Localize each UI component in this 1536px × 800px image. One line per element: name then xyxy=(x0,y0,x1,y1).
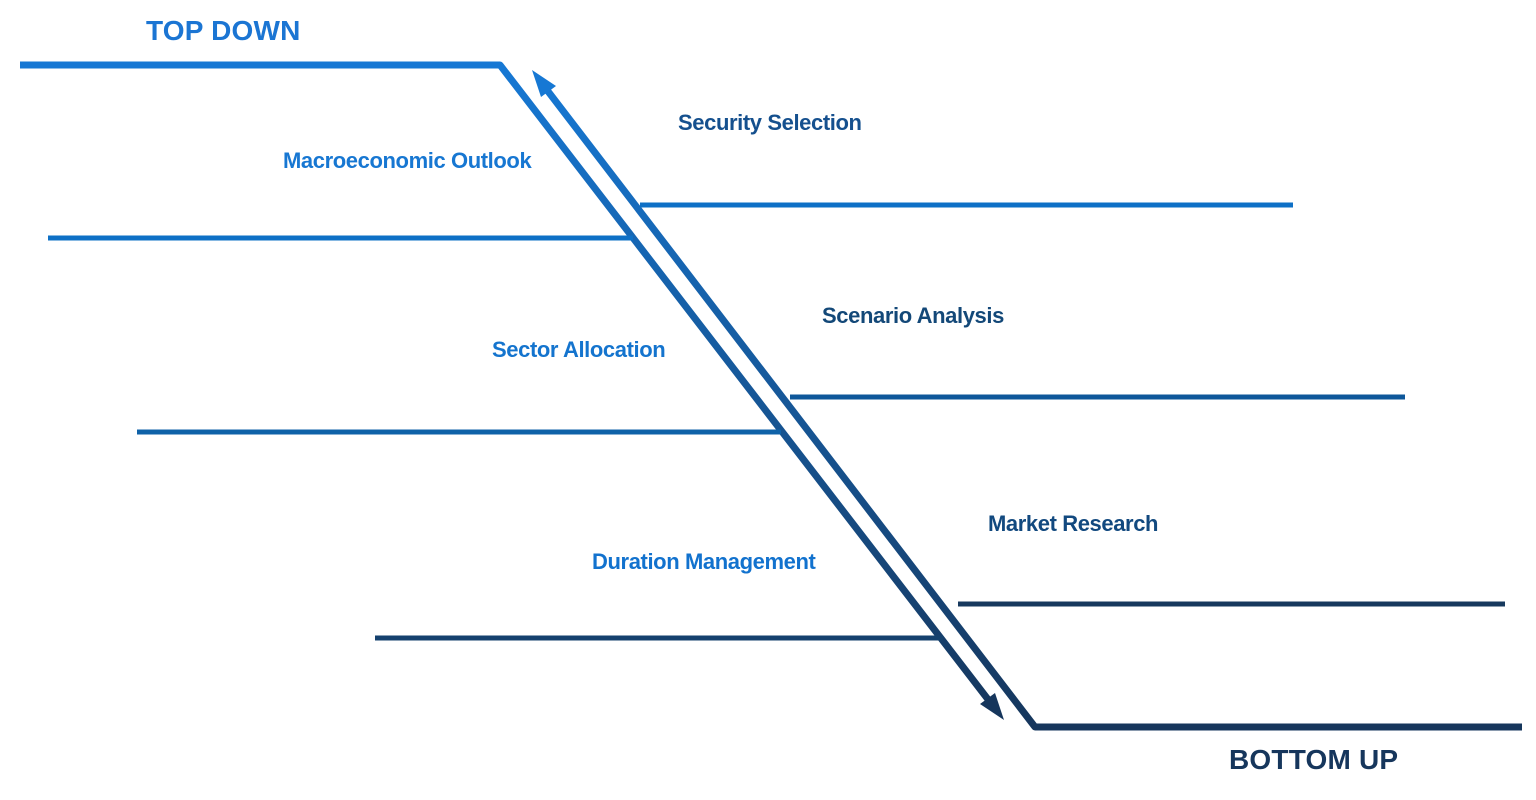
top-down-title: TOP DOWN xyxy=(146,15,301,46)
scenario-analysis-label: Scenario Analysis xyxy=(822,303,1004,328)
arrow-up-icon xyxy=(532,70,556,97)
security-selection-label: Security Selection xyxy=(678,110,862,135)
bottom-up-title: BOTTOM UP xyxy=(1229,744,1399,775)
bottom-up-arrow-shaft xyxy=(544,87,1522,731)
arrow-down-icon xyxy=(980,693,1004,720)
macroeconomic-outlook-label: Macroeconomic Outlook xyxy=(283,148,532,173)
market-research-label: Market Research xyxy=(988,511,1159,536)
duration-management-label: Duration Management xyxy=(592,549,816,574)
sector-allocation-label: Sector Allocation xyxy=(492,337,666,362)
top-down-arrow-shaft xyxy=(20,61,993,705)
